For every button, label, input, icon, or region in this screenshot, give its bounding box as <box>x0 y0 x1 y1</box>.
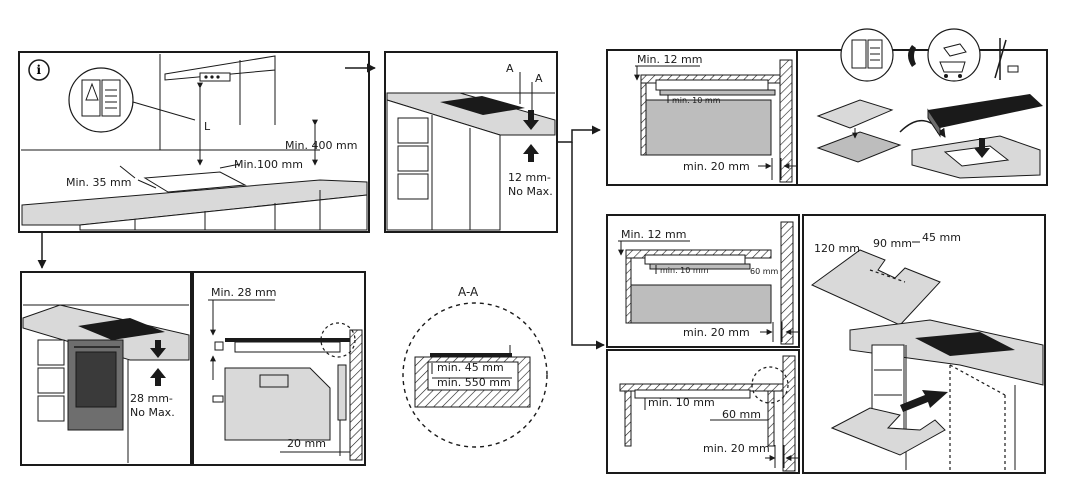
label-p3-min-10mm: min. 10 mm <box>672 96 721 105</box>
label-20mm: 20 mm <box>287 437 326 450</box>
label-min-400mm: Min. 400 mm <box>285 139 357 152</box>
label-min-35mm: Min. 35 mm <box>66 176 131 189</box>
panel-built-in-oven: 28 mm- No Max. <box>20 271 192 466</box>
label-p6-min-12mm: Min. 12 mm <box>621 228 686 241</box>
label-no-max-1: No Max. <box>508 185 553 198</box>
label-45mm: 45 mm <box>922 231 961 244</box>
label-p6-60mm: 60 mm <box>750 267 779 276</box>
label-p7-min-20mm: min. 20 mm <box>703 442 770 455</box>
label-A-A: A-A <box>458 285 479 299</box>
label-p6-min-10mm: min. 10 mm <box>660 266 709 275</box>
label-p7-60mm: 60 mm <box>722 408 761 421</box>
panel-section-top: Min. 12 mm min. 10 mm min. 20 mm <box>606 49 798 186</box>
label-28mm: 28 mm- <box>130 392 173 405</box>
panel-kitchen-overview: L Min. 400 mm Min.100 mm Min. 35 mm i <box>18 51 370 233</box>
panel-worktop-hob: A A 12 mm- No Max. <box>384 51 558 233</box>
label-A2: A <box>535 72 543 85</box>
label-min-550mm: min. 550 mm <box>437 376 511 389</box>
panel-cutout-template: 120 mm 90 mm 45 mm <box>802 214 1046 474</box>
manual-icon-2 <box>840 28 894 82</box>
tools-icon <box>994 38 1019 80</box>
label-p7-min-10mm: min. 10 mm <box>648 396 715 409</box>
manual-icon <box>68 67 134 133</box>
panel-oven-section: Min. 28 mm 20 mm <box>192 271 366 466</box>
label-min-28mm: Min. 28 mm <box>211 286 276 299</box>
label-p3-min-20mm: min. 20 mm <box>683 160 750 173</box>
panel-section-middle: Min. 12 mm min. 10 mm 60 mm min. 20 mm <box>606 214 800 348</box>
label-120mm: 120 mm <box>814 242 860 255</box>
detail-section-A-A: A-A min. 45 mm min. 550 mm <box>402 285 548 448</box>
label-A1: A <box>506 62 514 75</box>
phone-icon <box>908 45 916 67</box>
label-p6-min-20mm: min. 20 mm <box>683 326 750 339</box>
label-no-max-2: No Max. <box>130 406 175 419</box>
cart-icon <box>927 28 981 82</box>
label-L: L <box>204 120 211 133</box>
label-12mm: 12 mm- <box>508 171 551 184</box>
label-p3-min-12mm: Min. 12 mm <box>637 53 702 66</box>
label-min-100mm: Min.100 mm <box>234 158 303 171</box>
panel-section-lower: min. 10 mm 60 mm min. 20 mm <box>606 349 800 474</box>
label-90mm: 90 mm <box>873 237 912 250</box>
svg-text:i: i <box>37 63 42 77</box>
label-min-45mm: min. 45 mm <box>437 361 504 374</box>
info-icon <box>28 59 50 81</box>
panel-assembly <box>796 28 1048 186</box>
